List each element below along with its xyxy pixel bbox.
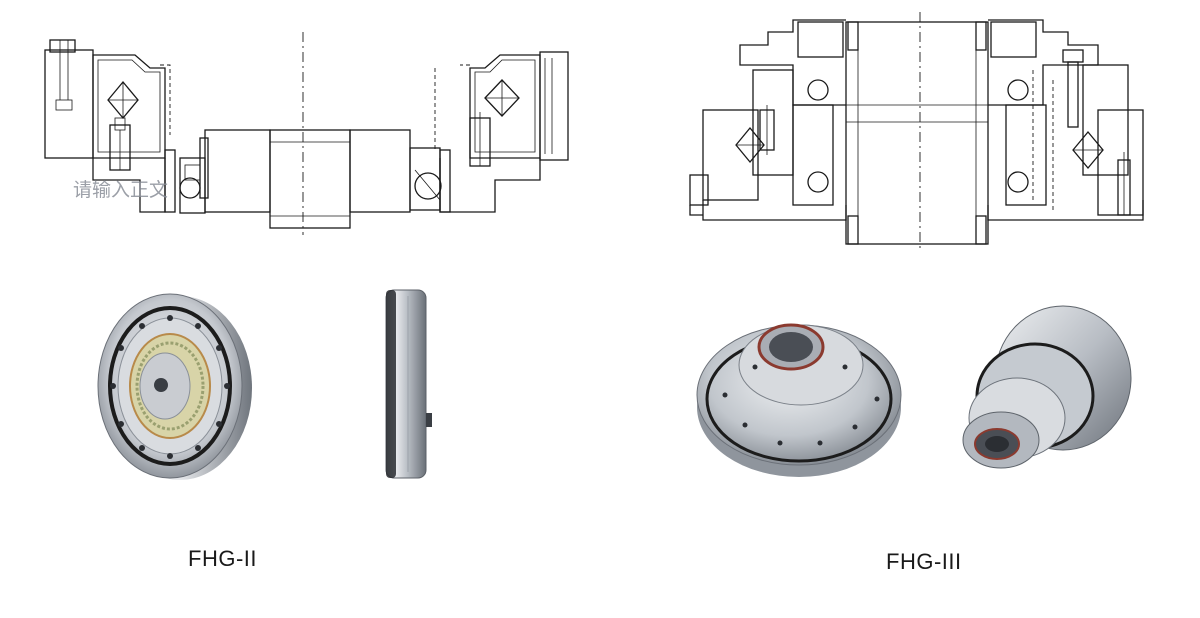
fhg-ii-caption: FHG-II	[188, 546, 257, 571]
watermark: 请输入正文	[73, 179, 169, 201]
fhg-ii-side-photo	[378, 288, 443, 483]
fhg-iii-caption: FHG-III	[886, 549, 962, 574]
fhg-iii-front-photo	[695, 295, 905, 485]
fhg-iii-rear-photo	[935, 300, 1135, 475]
fhg-ii-front-photo	[85, 290, 260, 485]
fhg-iii-section-drawing	[688, 10, 1158, 248]
fhg-ii-section-drawing	[40, 30, 580, 235]
